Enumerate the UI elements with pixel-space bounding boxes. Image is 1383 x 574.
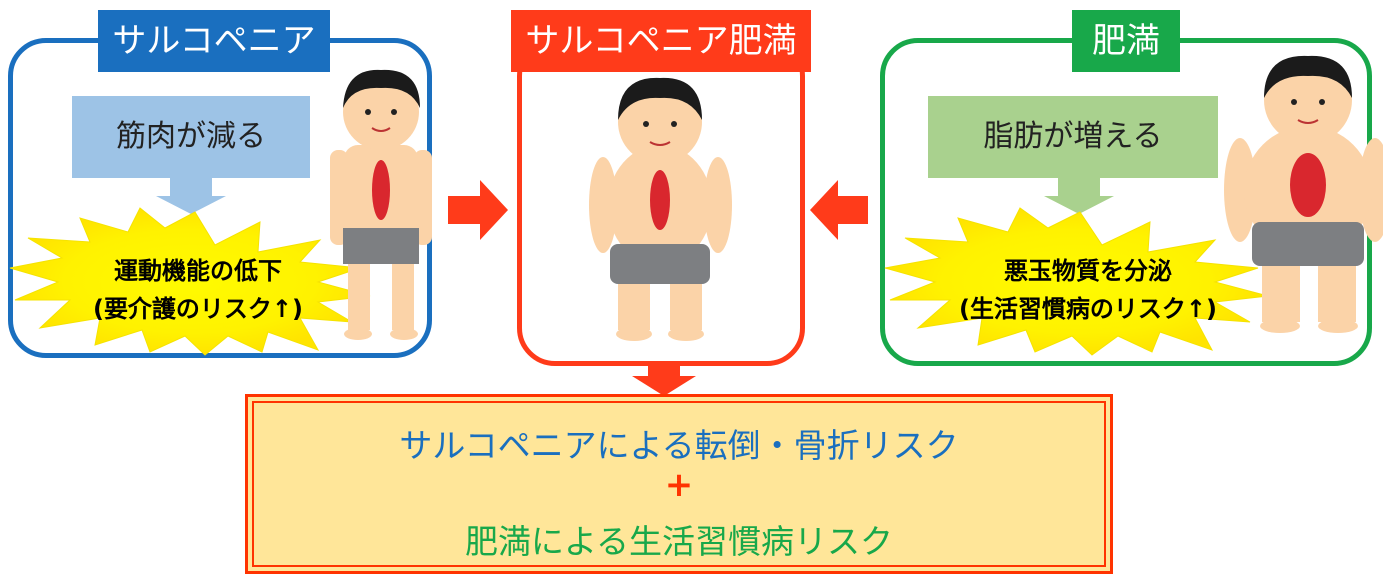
summary-plus: +: [664, 465, 694, 505]
person-illustration: [330, 69, 432, 340]
lifestyle-disease-risk-note: (生活習慣病のリスク↑): [958, 295, 1218, 323]
person-illustration: [589, 77, 732, 341]
arrow-left-icon: [810, 180, 868, 240]
arrow-right-icon: [448, 180, 508, 240]
bad-substance-secretion: 悪玉物質を分泌: [1004, 257, 1172, 285]
burst-text-right: 悪玉物質を分泌 (生活習慣病のリスク↑): [918, 252, 1258, 328]
burst-text-left: 運動機能の低下 (要介護のリスク↑): [38, 252, 358, 328]
summary-line-lifestyle-disease-risk: 肥満による生活習慣病リスク: [464, 522, 893, 561]
sarcopenia-title: サルコペニア: [98, 10, 330, 72]
sarcopenic-obesity-title: サルコペニア肥満: [511, 10, 811, 72]
burst-shape: [884, 207, 1269, 356]
summary-box: サルコペニアによる転倒・骨折リスク + 肥満による生活習慣病リスク: [245, 394, 1113, 574]
person-illustration: [1224, 55, 1383, 333]
fat-increase-box: 脂肪が増える: [928, 96, 1218, 178]
summary-line-fall-fracture-risk: サルコペニアによる転倒・骨折リスク: [399, 426, 959, 465]
obesity-title: 肥満: [1072, 10, 1180, 72]
arrow-down-icon: [1044, 178, 1114, 214]
care-risk-note: (要介護のリスク↑): [92, 295, 304, 323]
burst-shape: [9, 207, 371, 356]
muscle-decrease-box: 筋肉が減る: [72, 96, 310, 178]
arrow-down-icon: [632, 364, 696, 396]
arrow-down-icon: [156, 178, 226, 214]
motor-function-decline: 運動機能の低下: [114, 257, 282, 285]
